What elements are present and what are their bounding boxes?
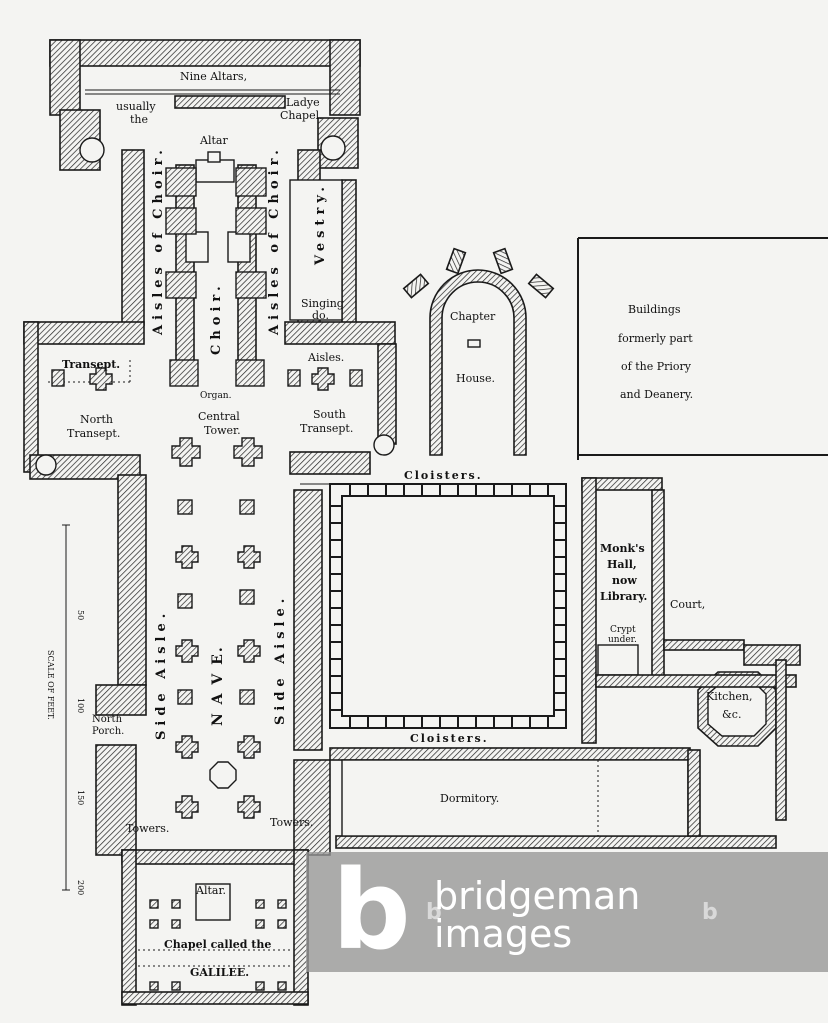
label-aisles-of-choir-right: Aisles of Choir. [267, 145, 282, 336]
label-transept-north-aisle: Transept. [62, 358, 120, 371]
scale-tick-200: 200 [76, 880, 85, 895]
galilee-pier [255, 899, 265, 909]
galilee-chapel [121, 849, 309, 1006]
galilee-piers [149, 899, 287, 991]
bridgeman-watermark: b bridgeman images b b [306, 852, 828, 972]
label-tower: Tower. [204, 424, 241, 437]
priory-buildings [577, 237, 828, 460]
label-hall: Hall, [607, 558, 637, 571]
label-nave: N A V E. [210, 645, 226, 726]
label-crypt: Crypt [610, 625, 636, 635]
label-court: Court, [670, 598, 705, 611]
bridgeman-logo-icon: b [332, 846, 411, 974]
watermark-ghost-letter: b [426, 900, 442, 925]
label-singing-do: do. [312, 309, 329, 322]
label-now: now [612, 574, 637, 587]
label-organ: Organ. [200, 391, 232, 401]
label-kitchen-etc: &c. [722, 708, 741, 721]
label-kitchen: Kitchen, [706, 690, 753, 703]
galilee-pier [149, 899, 159, 909]
scale-tick-50: 50 [76, 610, 85, 620]
cloisters [300, 483, 567, 729]
label-galilee: GALILEE. [190, 966, 249, 979]
nave-piers [175, 499, 261, 819]
galilee-pier [277, 899, 287, 909]
transepts [23, 321, 397, 480]
label-vestry: Vestry. [313, 182, 328, 266]
label-singing: Singing [301, 297, 344, 310]
galilee-pier [149, 919, 159, 929]
watermark-line2: images [434, 912, 573, 956]
label-library: Library. [600, 590, 647, 603]
galilee-pier [171, 981, 181, 991]
kitchen [595, 639, 801, 821]
galilee-pier [255, 981, 265, 991]
label-the: the [130, 113, 148, 126]
label-monks: Monk's [600, 542, 645, 555]
nave-walls [95, 474, 331, 856]
label-north: North [80, 413, 113, 426]
label-cloisters-top: Cloisters. [404, 469, 483, 482]
label-aisles-south: Aisles. [307, 351, 344, 364]
galilee-pier [149, 981, 159, 991]
label-central: Central [198, 410, 240, 423]
label-cloisters-bottom: Cloisters. [410, 732, 489, 745]
label-ladye: Ladye [286, 96, 320, 109]
nine-altars-wall [49, 39, 361, 171]
label-chapter: Chapter [450, 310, 496, 323]
label-priory: of the Priory [621, 360, 692, 373]
label-altar-bottom: Altar. [195, 884, 226, 897]
monks-hall [581, 477, 665, 744]
label-chapel-called: Chapel called the [164, 938, 271, 951]
label-under: under. [608, 635, 637, 645]
galilee-pier [171, 919, 181, 929]
label-altar-top: Altar [199, 134, 228, 147]
label-formerly: formerly part [618, 332, 693, 345]
dormitory [329, 747, 777, 849]
label-north-transept: Transept. [67, 427, 120, 440]
scale-tick-100: 100 [76, 698, 85, 713]
galilee-pier [277, 919, 287, 929]
galilee-pier [171, 899, 181, 909]
central-tower-piers [51, 367, 363, 467]
high-altar [195, 151, 235, 183]
label-side-aisle-left: Side Aisle. [154, 609, 169, 740]
cloister-arcade-ticks [330, 484, 566, 728]
label-side-aisle-right: Side Aisle. [273, 594, 288, 725]
scale-title: SCALE OF FEET. [46, 650, 55, 720]
watermark-line1: bridgeman [434, 874, 641, 918]
label-nine-altars: Nine Altars, [180, 70, 247, 83]
label-south: South [313, 408, 346, 421]
label-dormitory: Dormitory. [440, 792, 499, 805]
label-usually: usually [116, 100, 156, 113]
label-choir: Choir. [209, 281, 224, 355]
label-chapel: Chapel. [280, 109, 323, 122]
label-north-porch-1: North [92, 714, 123, 725]
label-towers-right: Towers. [270, 816, 313, 829]
galilee-pier [255, 919, 265, 929]
label-south-transept: Transept. [300, 422, 353, 435]
label-deanery: and Deanery. [620, 388, 693, 401]
scale-tick-150: 150 [76, 790, 85, 805]
label-north-porch-2: Porch. [92, 726, 124, 737]
label-towers-left: Towers. [126, 822, 169, 835]
chapter-house [402, 247, 555, 456]
scale-of-feet: SCALE OF FEET. 50 100 150 200 [46, 524, 85, 895]
label-house: House. [456, 372, 495, 385]
choir-piers [165, 167, 267, 387]
galilee-pier [277, 981, 287, 991]
watermark-ghost-letter: b [702, 900, 718, 925]
label-aisles-of-choir-left: Aisles of Choir. [151, 145, 166, 336]
label-buildings: Buildings [628, 303, 681, 316]
